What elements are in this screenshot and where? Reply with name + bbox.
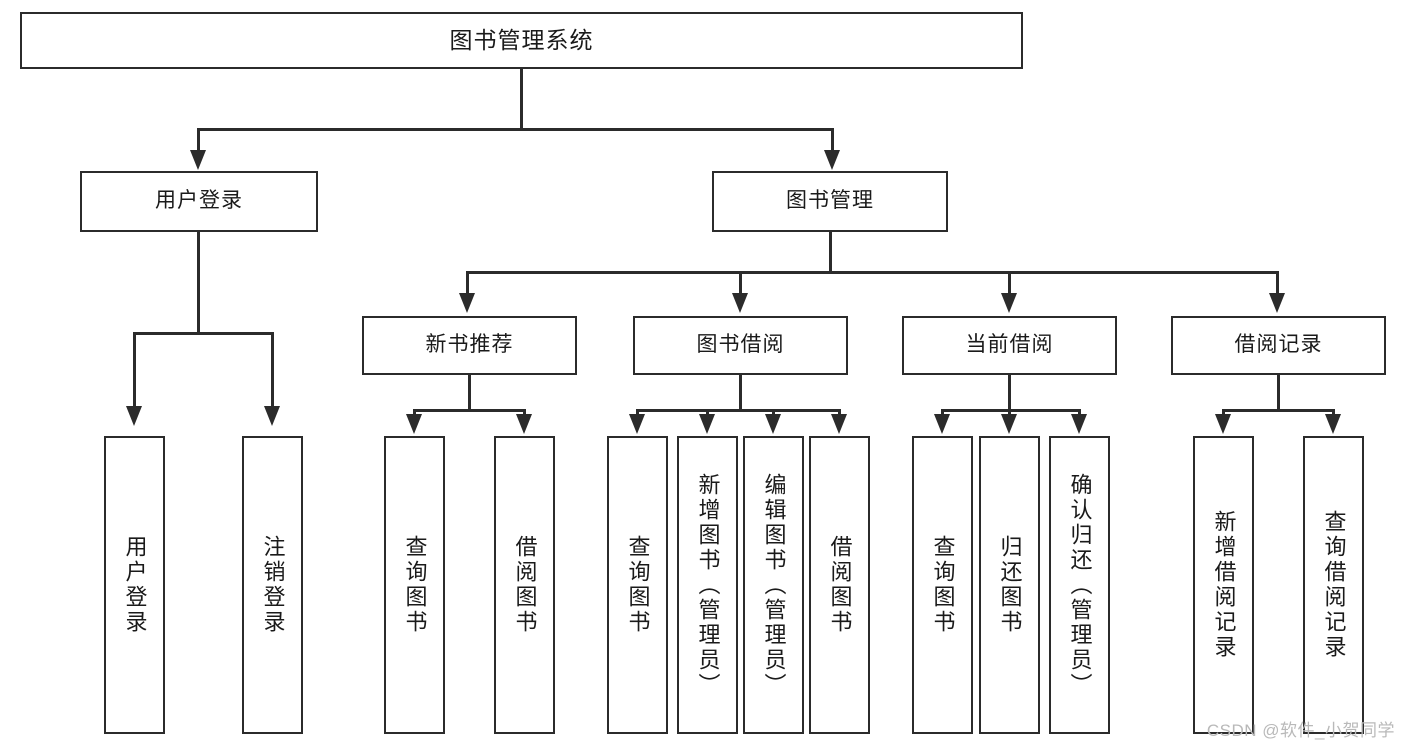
- csdn-watermark: CSDN @软件_小贺同学: [1206, 721, 1395, 740]
- arrowhead-leaf-query-book-3: [934, 414, 950, 434]
- edge-borrow-record-stem: [1277, 375, 1280, 411]
- arrowhead-borrow-record: [1269, 293, 1285, 313]
- edge-current-borrow-bus: [941, 409, 1081, 412]
- arrowhead-new-book-recommend: [459, 293, 475, 313]
- arrowhead-leaf-logout-login: [264, 406, 280, 426]
- edge-root-to-user-login: [197, 128, 200, 154]
- edge-user-login-bus: [133, 332, 274, 335]
- arrowhead-leaf-borrow-book-2: [831, 414, 847, 434]
- node-leaf-borrow-book-2[interactable]: 借阅图书: [809, 436, 870, 734]
- edge-user-login-stem: [197, 232, 200, 334]
- edge-book-borrow-stem: [739, 375, 742, 411]
- node-leaf-logout-login-label: 注销登录: [260, 535, 286, 635]
- edge-new-book-recommend-bus: [413, 409, 526, 412]
- node-leaf-query-book-2[interactable]: 查询图书: [607, 436, 668, 734]
- edge-root-to-book-manage: [831, 128, 834, 154]
- node-root-book-management-system[interactable]: 图书管理系统: [20, 12, 1023, 69]
- edge-current-borrow-stem: [1008, 375, 1011, 411]
- node-leaf-borrow-book-1[interactable]: 借阅图书: [494, 436, 555, 734]
- node-leaf-user-login[interactable]: 用户登录: [104, 436, 165, 734]
- edge-user-login-drop-2: [271, 332, 274, 410]
- node-leaf-query-book-1[interactable]: 查询图书: [384, 436, 445, 734]
- arrowhead-leaf-add-book: [699, 414, 715, 434]
- arrowhead-leaf-add-record: [1215, 414, 1231, 434]
- edge-book-manage-bus: [466, 271, 1279, 274]
- node-leaf-query-book-2-label: 查询图书: [625, 535, 651, 635]
- arrowhead-leaf-return-book: [1001, 414, 1017, 434]
- node-leaf-query-book-1-label: 查询图书: [402, 535, 428, 635]
- edge-borrow-record-bus: [1222, 409, 1335, 412]
- node-new-book-recommend[interactable]: 新书推荐: [362, 316, 577, 375]
- arrowhead-leaf-user-login: [126, 406, 142, 426]
- node-leaf-query-record-label: 查询借阅记录: [1321, 510, 1347, 660]
- node-leaf-user-login-label: 用户登录: [122, 535, 148, 635]
- node-leaf-confirm-return[interactable]: 确认归还（管理员）: [1049, 436, 1110, 734]
- node-user-login-label: 用户登录: [155, 189, 243, 213]
- edge-book-manage-drop-3: [1008, 271, 1011, 297]
- node-current-borrow[interactable]: 当前借阅: [902, 316, 1117, 375]
- arrowhead-current-borrow: [1001, 293, 1017, 313]
- node-leaf-borrow-book-1-label: 借阅图书: [512, 535, 538, 635]
- node-leaf-add-book-label: 新增图书（管理员）: [695, 472, 721, 698]
- node-leaf-query-record[interactable]: 查询借阅记录: [1303, 436, 1364, 734]
- edge-book-manage-stem: [829, 232, 832, 273]
- node-book-manage[interactable]: 图书管理: [712, 171, 948, 232]
- node-leaf-borrow-book-2-label: 借阅图书: [827, 535, 853, 635]
- node-leaf-query-book-3[interactable]: 查询图书: [912, 436, 973, 734]
- arrowhead-book-borrow: [732, 293, 748, 313]
- node-book-borrow-label: 图书借阅: [696, 333, 785, 357]
- node-leaf-confirm-return-label: 确认归还（管理员）: [1067, 472, 1093, 698]
- node-root-label: 图书管理系统: [449, 26, 594, 53]
- edge-book-manage-drop-2: [739, 271, 742, 297]
- node-borrow-record-label: 借阅记录: [1234, 333, 1323, 357]
- edge-book-manage-drop-1: [466, 271, 469, 297]
- node-leaf-edit-book-label: 编辑图书（管理员）: [761, 472, 787, 698]
- arrowhead-leaf-query-record: [1325, 414, 1341, 434]
- arrowhead-leaf-edit-book: [765, 414, 781, 434]
- edge-root-stem: [520, 69, 523, 130]
- arrowhead-user-login: [190, 150, 206, 170]
- node-user-login[interactable]: 用户登录: [80, 171, 318, 232]
- arrowhead-leaf-confirm-return: [1071, 414, 1087, 434]
- node-leaf-return-book[interactable]: 归还图书: [979, 436, 1040, 734]
- edge-new-book-recommend-stem: [468, 375, 471, 411]
- arrowhead-leaf-query-book-2: [629, 414, 645, 434]
- node-borrow-record[interactable]: 借阅记录: [1171, 316, 1386, 375]
- node-current-borrow-label: 当前借阅: [965, 333, 1054, 357]
- edge-book-manage-drop-4: [1276, 271, 1279, 297]
- node-book-manage-label: 图书管理: [786, 189, 874, 213]
- node-leaf-add-book[interactable]: 新增图书（管理员）: [677, 436, 738, 734]
- arrowhead-book-manage: [824, 150, 840, 170]
- node-leaf-add-record[interactable]: 新增借阅记录: [1193, 436, 1254, 734]
- node-leaf-logout-login[interactable]: 注销登录: [242, 436, 303, 734]
- edge-book-borrow-bus: [636, 409, 841, 412]
- arrowhead-leaf-borrow-book-1: [516, 414, 532, 434]
- arrowhead-leaf-query-book-1: [406, 414, 422, 434]
- edge-user-login-drop-1: [133, 332, 136, 410]
- edge-root-bus: [197, 128, 834, 131]
- node-leaf-edit-book[interactable]: 编辑图书（管理员）: [743, 436, 804, 734]
- node-new-book-recommend-label: 新书推荐: [425, 333, 514, 357]
- node-leaf-query-book-3-label: 查询图书: [930, 535, 956, 635]
- node-leaf-return-book-label: 归还图书: [997, 535, 1023, 635]
- node-leaf-add-record-label: 新增借阅记录: [1211, 510, 1237, 660]
- node-book-borrow[interactable]: 图书借阅: [633, 316, 848, 375]
